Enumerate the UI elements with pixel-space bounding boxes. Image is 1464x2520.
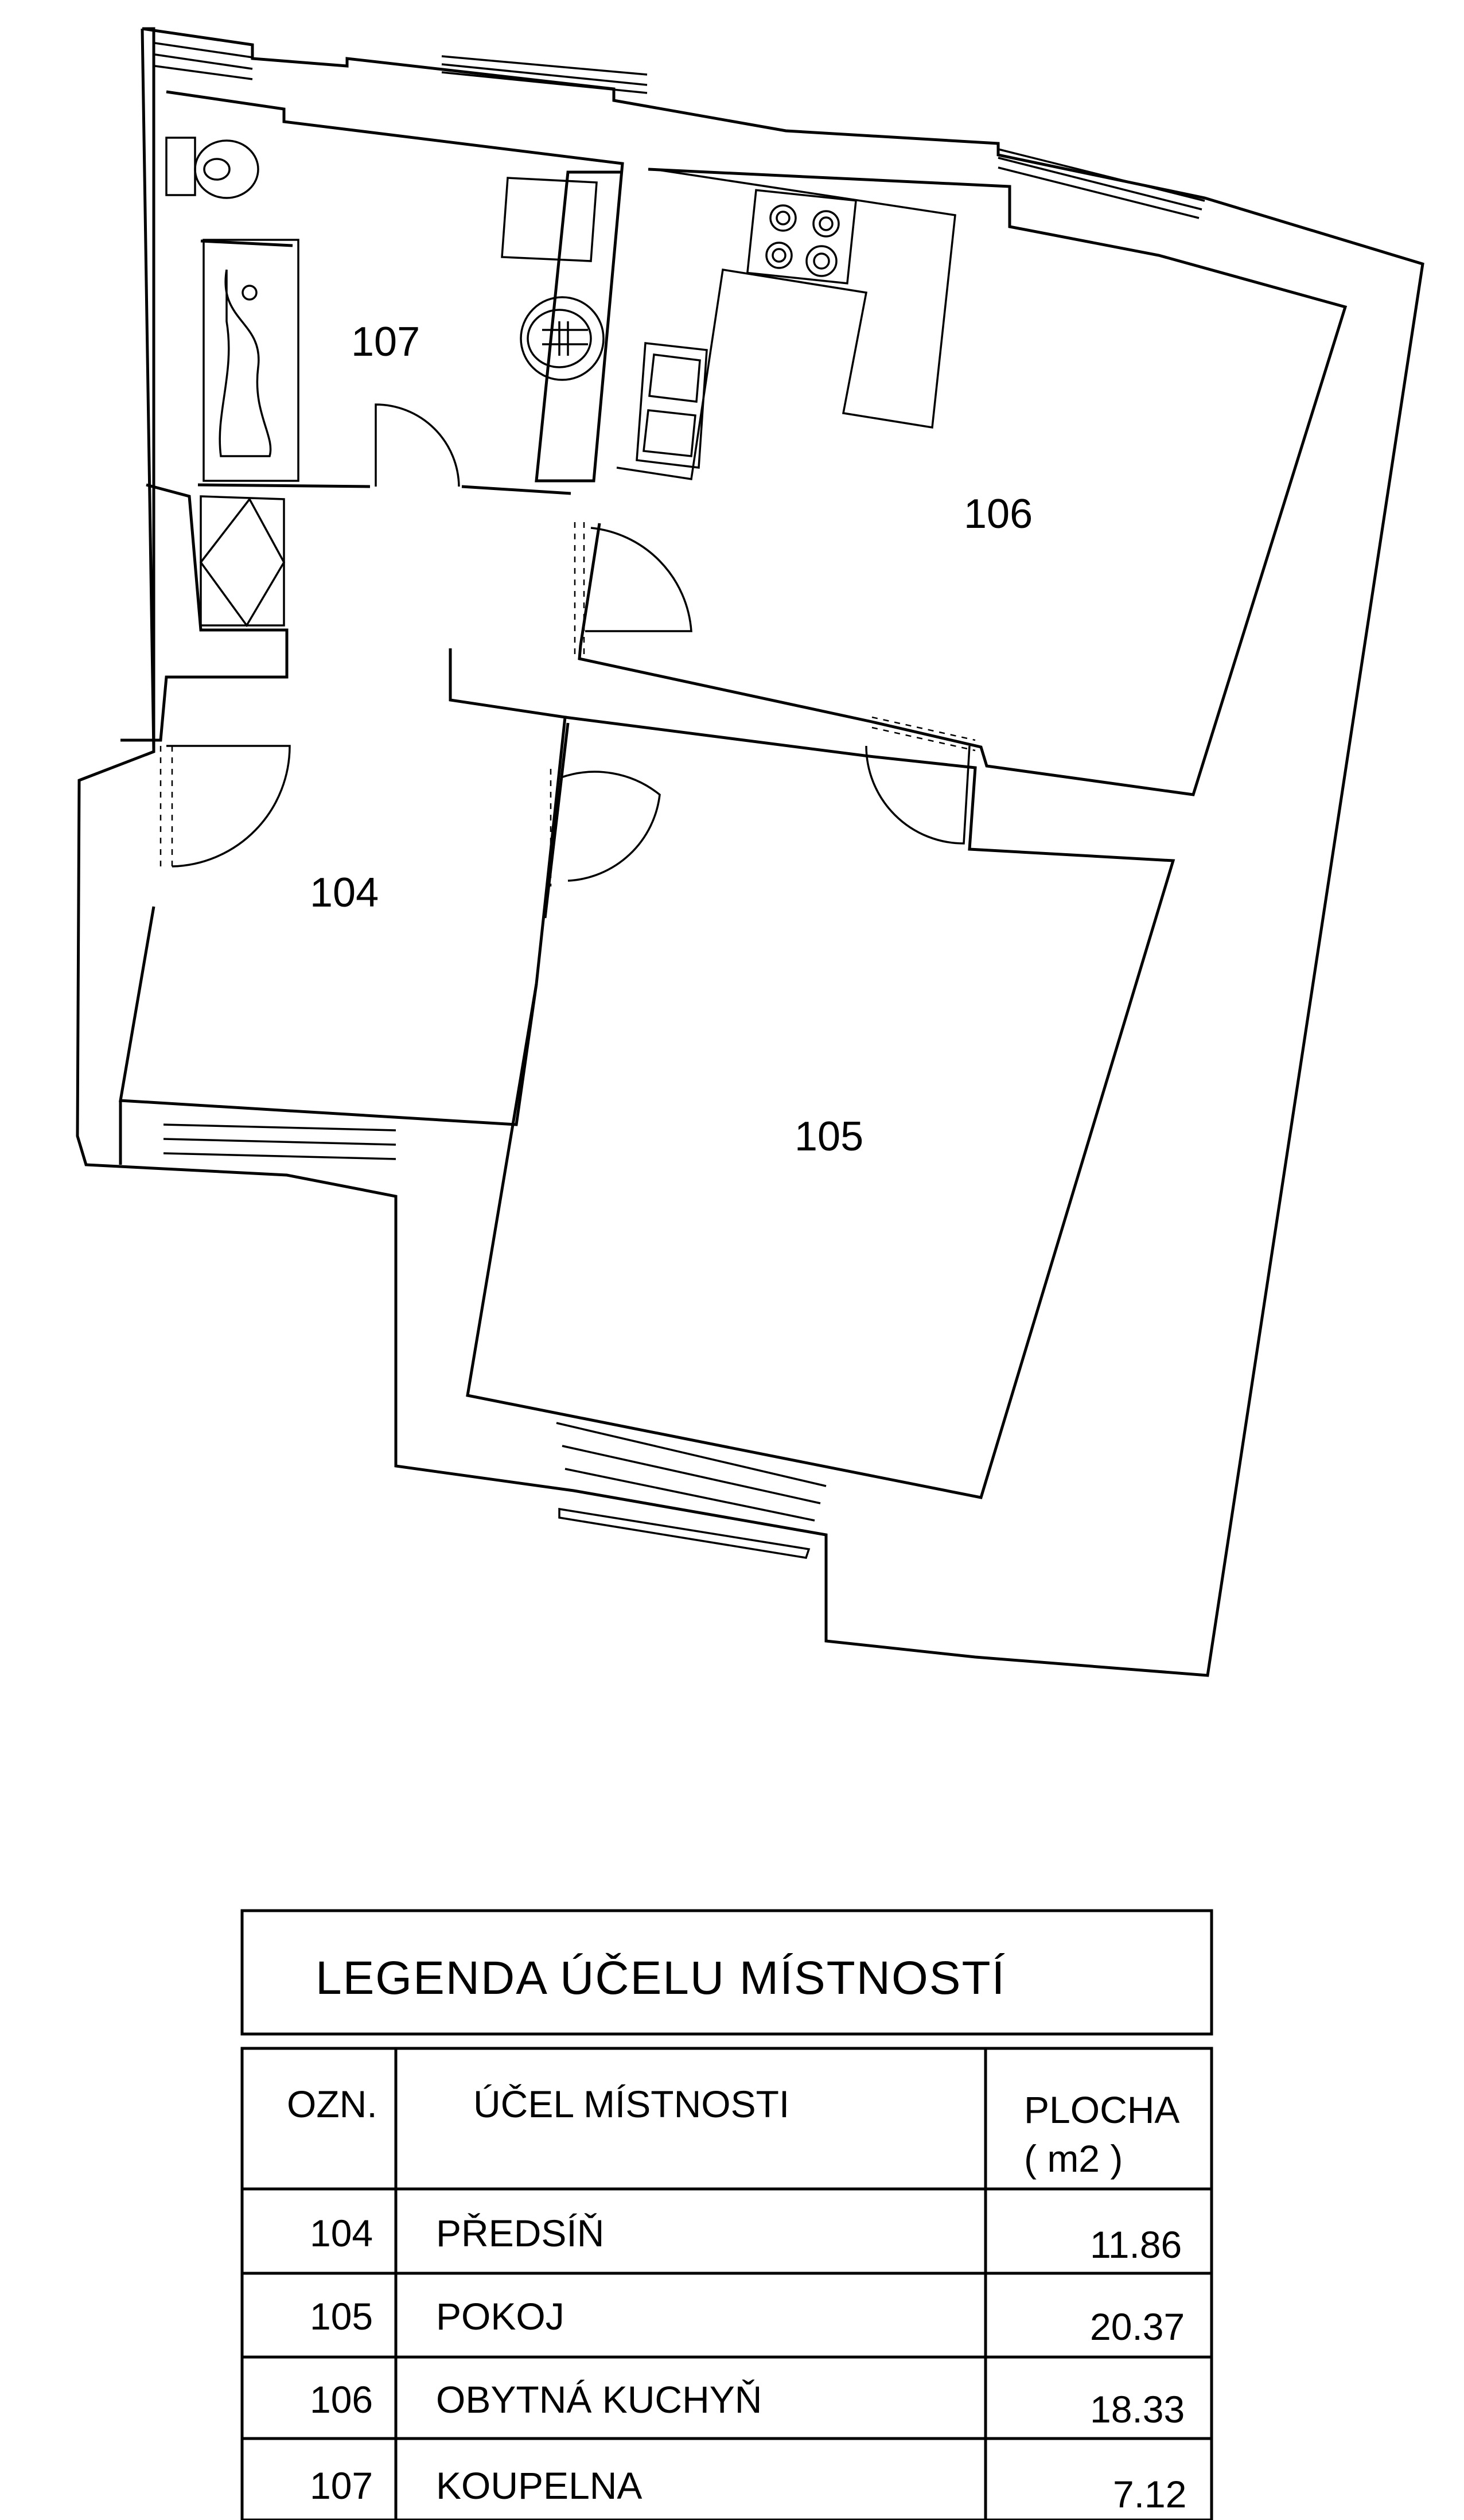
windows [154,42,1205,1559]
bathroom-fixtures [165,137,605,482]
row-plocha: 18.33 [1090,2388,1185,2430]
outer-walls [76,27,1424,1677]
header-ozn: OZN. [287,2083,377,2125]
legend-row: 107 KOUPELNA 7.12 [310,2464,1186,2515]
row-plocha: 7.12 [1113,2473,1186,2515]
kitchen-sink-icon [636,342,708,469]
wardrobe-icon [199,495,286,628]
row-ozn: 105 [310,2295,373,2338]
legend-row: 104 PŘEDSÍŇ 11.86 [310,2212,1182,2266]
room-label-106: 106 [964,491,1033,537]
kitchen-fixtures [616,168,956,480]
row-ucel: PŘEDSÍŇ [436,2212,604,2254]
inner-walls [119,90,1348,1499]
row-ucel: POKOJ [436,2295,564,2338]
legend-title: LEGENDA ÚČELU MÍSTNOSTÍ [316,1952,1006,2004]
room-label-104: 104 [310,870,379,916]
header-plocha-unit: ( m2 ) [1024,2137,1123,2180]
room-label-107: 107 [351,319,420,365]
row-plocha: 11.86 [1090,2223,1182,2266]
legend-row: 106 OBYTNÁ KUCHYŇ 18.33 [310,2378,1185,2430]
row-plocha: 20.37 [1090,2305,1185,2348]
row-ucel: KOUPELNA [436,2464,642,2507]
sink-icon [520,296,605,381]
kitchen-counter [616,168,956,480]
row-ozn: 107 [310,2464,373,2507]
row-ozn: 106 [310,2378,373,2421]
header-ucel: ÚČEL MÍSTNOSTI [473,2083,789,2125]
legend-title-box [240,1909,1213,2036]
doors [159,403,976,886]
toilet-icon [165,137,259,199]
legend-table: LEGENDA ÚČELU MÍSTNOSTÍ OZN. ÚČEL MÍSTNO… [240,1909,1213,2520]
washing-machine-icon [501,177,598,262]
stove-icon [746,189,857,285]
row-ucel: OBYTNÁ KUCHYŇ [436,2378,762,2421]
room-labels: 107 106 104 105 [310,319,1033,1160]
legend-row: 105 POKOJ 20.37 [310,2295,1185,2348]
room-label-105: 105 [795,1114,863,1160]
bathtub-icon [203,239,299,482]
header-plocha: PLOCHA [1024,2089,1179,2131]
row-ozn: 104 [310,2212,373,2254]
